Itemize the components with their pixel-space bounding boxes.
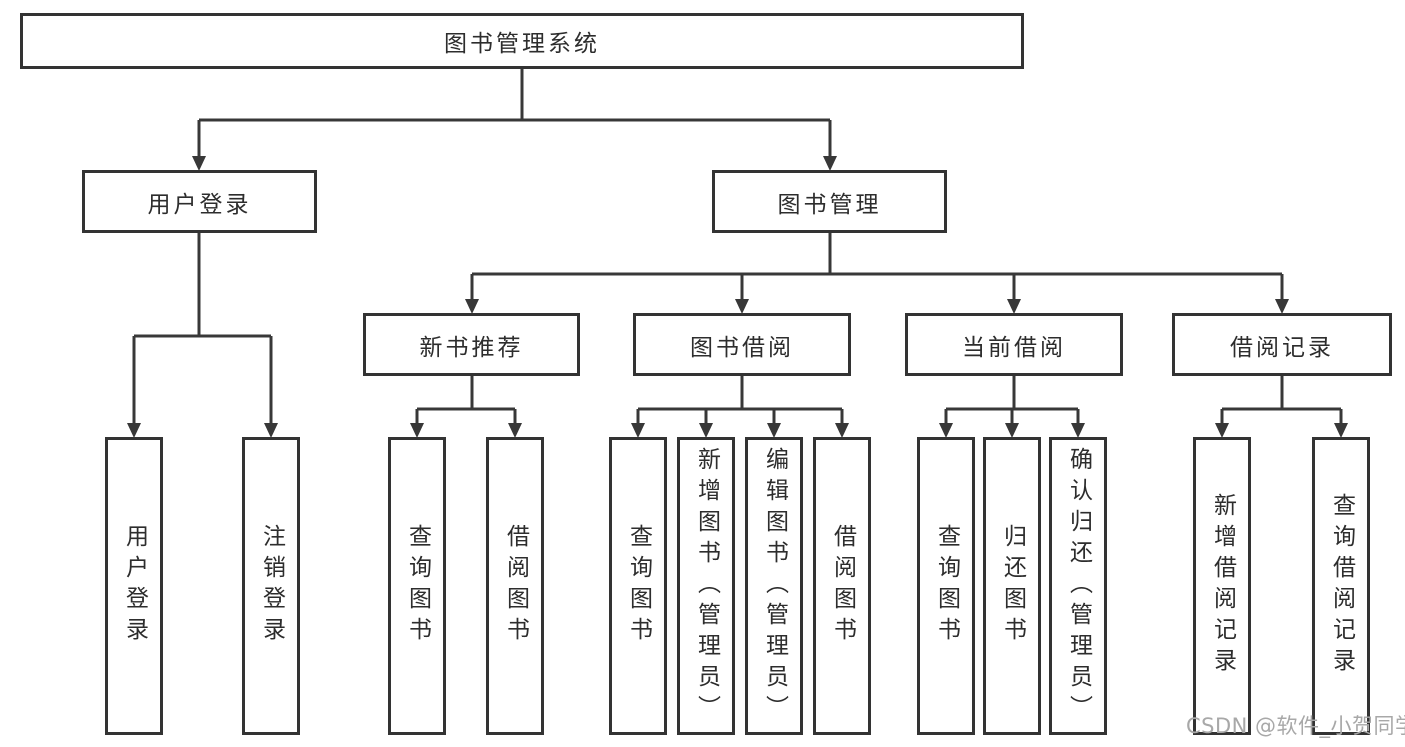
node-root: 图书管理系统 (20, 13, 1024, 69)
leaf-bb-borrow-books: 借阅图书 (813, 437, 871, 735)
leaf-user-login-label: 用户登录 (121, 524, 148, 648)
leaf-bb-borrow-books-label: 借阅图书 (829, 524, 856, 648)
leaf-bb-query-books: 查询图书 (609, 437, 667, 735)
leaf-nb-borrow-books-label: 借阅图书 (502, 524, 529, 648)
watermark: CSDN @软件_小贺同学 (1186, 714, 1405, 738)
leaf-cb-query-books-label: 查询图书 (933, 524, 960, 648)
leaf-br-add-record: 新增借阅记录 (1193, 437, 1251, 735)
node-current-borrowing: 当前借阅 (905, 313, 1123, 376)
node-user-login-label: 用户登录 (147, 191, 252, 218)
leaf-cb-confirm-return-admin: 确认归还（管理员） (1049, 437, 1107, 735)
leaf-nb-borrow-books: 借阅图书 (486, 437, 544, 735)
leaf-cb-return-books: 归还图书 (983, 437, 1041, 735)
leaf-nb-query-books-label: 查询图书 (404, 524, 431, 648)
leaf-bb-edit-books-admin-label: 编辑图书（管理员） (761, 446, 788, 726)
node-book-management-label: 图书管理 (777, 191, 882, 218)
leaf-logout-label: 注销登录 (258, 524, 285, 648)
leaf-logout: 注销登录 (242, 437, 300, 735)
leaf-cb-return-books-label: 归还图书 (999, 524, 1026, 648)
node-book-borrowing-label: 图书借阅 (690, 334, 794, 361)
node-book-borrowing: 图书借阅 (633, 313, 851, 376)
node-book-management: 图书管理 (712, 170, 947, 233)
leaf-br-add-record-label: 新增借阅记录 (1209, 493, 1236, 679)
leaf-bb-add-books-admin: 新增图书（管理员） (677, 437, 735, 735)
node-user-login: 用户登录 (82, 170, 317, 233)
leaf-bb-edit-books-admin: 编辑图书（管理员） (745, 437, 803, 735)
leaf-cb-query-books: 查询图书 (917, 437, 975, 735)
leaf-nb-query-books: 查询图书 (388, 437, 446, 735)
node-new-book-recommend-label: 新书推荐 (419, 334, 524, 361)
node-borrowing-records: 借阅记录 (1172, 313, 1392, 376)
node-borrowing-records-label: 借阅记录 (1230, 334, 1334, 361)
leaf-user-login: 用户登录 (105, 437, 163, 735)
leaf-br-query-record: 查询借阅记录 (1312, 437, 1370, 735)
leaf-bb-add-books-admin-label: 新增图书（管理员） (693, 446, 720, 726)
leaf-cb-confirm-return-admin-label: 确认归还（管理员） (1065, 446, 1092, 726)
node-new-book-recommend: 新书推荐 (363, 313, 580, 376)
node-root-label: 图书管理系统 (444, 31, 600, 57)
node-current-borrowing-label: 当前借阅 (962, 334, 1066, 361)
leaf-br-query-record-label: 查询借阅记录 (1328, 493, 1355, 679)
leaf-bb-query-books-label: 查询图书 (625, 524, 652, 648)
